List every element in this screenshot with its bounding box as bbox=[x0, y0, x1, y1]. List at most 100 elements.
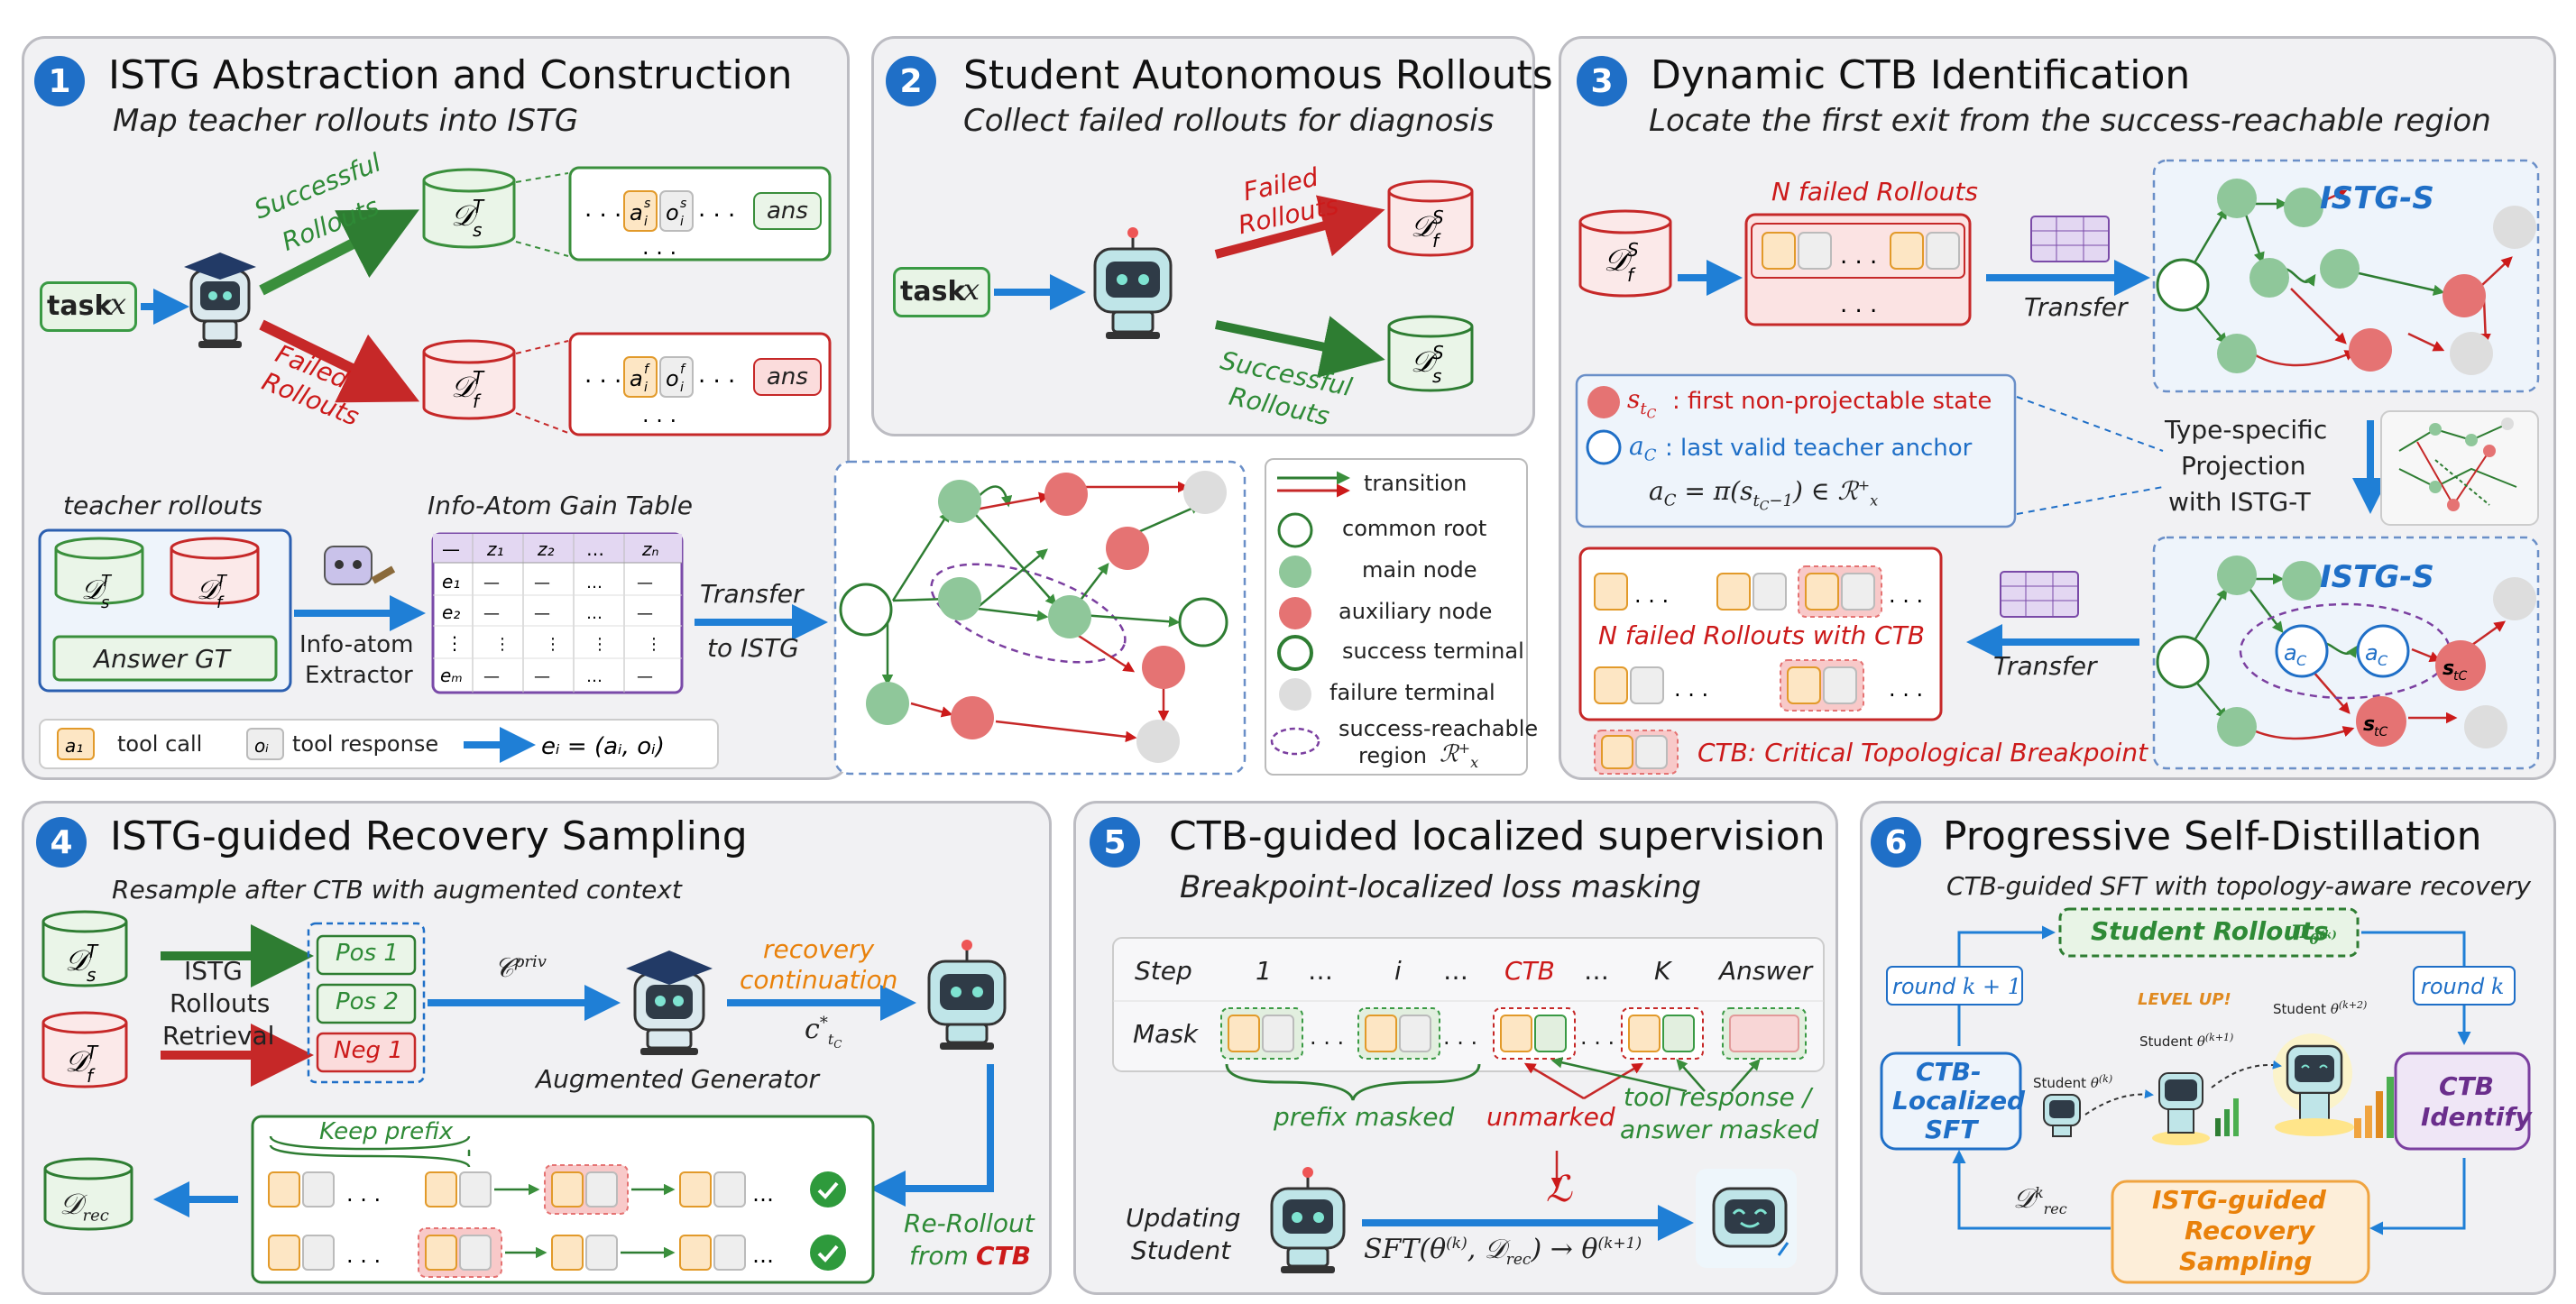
svg-text:T: T bbox=[473, 196, 485, 217]
svg-text:a: a bbox=[630, 200, 643, 225]
ctb-identify-label-1: CTB bbox=[2439, 1071, 2494, 1101]
student-robot-k-icon bbox=[2043, 1094, 2081, 1137]
level-up-label: LEVEL UP! bbox=[2138, 990, 2231, 1009]
svg-text:S: S bbox=[1432, 342, 1444, 363]
svg-text:f: f bbox=[473, 390, 482, 412]
svg-text:S: S bbox=[1627, 239, 1639, 261]
svg-text:T: T bbox=[87, 941, 99, 962]
svg-text:⋮: ⋮ bbox=[446, 632, 464, 654]
svg-text:f: f bbox=[1627, 264, 1636, 286]
student-robot-k1-icon bbox=[2152, 1072, 2210, 1145]
teacher-robot-icon bbox=[184, 253, 256, 348]
ans-label-success: ans bbox=[767, 197, 808, 225]
student-failed-db-p3-icon bbox=[1578, 209, 1672, 298]
task-x-p2: x bbox=[963, 272, 980, 307]
svg-text:—: — bbox=[637, 667, 653, 686]
svg-text:C: C bbox=[2296, 652, 2307, 669]
istg-t-thumbnail bbox=[2380, 410, 2539, 526]
svg-text:C: C bbox=[2378, 652, 2388, 669]
svg-text:. . .: . . . bbox=[698, 196, 735, 223]
step-dots-2: … bbox=[1443, 956, 1468, 986]
svg-text:. . .: . . . bbox=[346, 1243, 381, 1268]
teacher-failed-db-icon bbox=[422, 339, 516, 420]
svg-text:s: s bbox=[2443, 657, 2454, 680]
projection-label-3: with ISTG-T bbox=[2168, 487, 2311, 517]
panel2-subtitle: Collect failed rollouts for diagnosis bbox=[963, 103, 1495, 139]
sft-formula: SFT(θ(k), 𝒟rec) → θ(k+1) bbox=[1364, 1234, 1642, 1269]
step-i: i bbox=[1394, 956, 1402, 986]
panel1-title: ISTG Abstraction and Construction bbox=[108, 52, 793, 98]
mask-dots-2: . . . bbox=[1443, 1024, 1478, 1050]
policy-symbol: πθ(k) bbox=[2291, 914, 2337, 948]
rerollout-ctb-label: CTB bbox=[976, 1241, 1031, 1271]
svg-text:. . .: . . . bbox=[1840, 291, 1877, 318]
svg-text:T: T bbox=[473, 367, 485, 389]
d-rec-k-symbol: 𝒟krec bbox=[2013, 1183, 2067, 1217]
istg-s-label-bottom: ISTG-S bbox=[2320, 559, 2434, 595]
step-1: 1 bbox=[1256, 956, 1272, 986]
tool-response-label: tool response bbox=[292, 731, 439, 757]
legend-main: main node bbox=[1362, 557, 1477, 583]
svg-text:o: o bbox=[666, 366, 679, 391]
a-c-symbol: aC bbox=[1629, 431, 1657, 465]
student-k2-label: Student θ(k+2) bbox=[2273, 999, 2368, 1017]
panel1-subtitle: Map teacher rollouts into ISTG bbox=[113, 103, 579, 139]
istg-retrieval-label-1: ISTG bbox=[184, 956, 243, 986]
teacher-success-db-small-icon bbox=[54, 537, 144, 605]
svg-text:z₂: z₂ bbox=[537, 538, 555, 560]
svg-text:o: o bbox=[666, 200, 679, 225]
growth-bars-k2-icon bbox=[2354, 1077, 2394, 1138]
student-failed-db-icon bbox=[1387, 179, 1474, 257]
panel4-title: ISTG-guided Recovery Sampling bbox=[110, 813, 748, 859]
legend-succ: success terminal bbox=[1342, 638, 1524, 664]
panel2-title: Student Autonomous Rollouts bbox=[963, 52, 1553, 98]
keep-prefix-label: Keep prefix bbox=[319, 1118, 454, 1145]
step-ctb: CTB bbox=[1504, 956, 1555, 986]
svg-text:a: a bbox=[2284, 640, 2297, 666]
svg-text:⋮: ⋮ bbox=[592, 635, 608, 654]
s-tc-description: : first non-projectable state bbox=[1672, 388, 1992, 415]
transfer-label-p3b: Transfer bbox=[1993, 651, 2097, 681]
updating-label-2: Student bbox=[1131, 1235, 1231, 1265]
student-success-db-icon bbox=[1387, 315, 1474, 392]
svg-text:a: a bbox=[630, 366, 643, 391]
svg-text:—: — bbox=[534, 667, 550, 686]
teacher-success-db-icon bbox=[422, 168, 516, 249]
step-badge-5: 5 bbox=[1090, 817, 1140, 868]
svg-text:. . .: . . . bbox=[584, 362, 621, 389]
round-k1-label: round k + 1 bbox=[1892, 974, 2022, 999]
loss-symbol: ℒ bbox=[1546, 1169, 1572, 1210]
legend-region-1: success-reachable bbox=[1339, 716, 1539, 741]
ans-label-failed: ans bbox=[767, 363, 808, 390]
student-robot-k2-icon bbox=[2273, 1033, 2354, 1136]
rerollout-label-1: Re-Rollout bbox=[904, 1208, 1035, 1238]
recovery-db-icon bbox=[43, 1157, 133, 1231]
svg-text:—: — bbox=[483, 667, 500, 686]
pos-2-label: Pos 2 bbox=[336, 988, 399, 1015]
panel5-title: CTB-guided localized supervision bbox=[1169, 813, 1826, 859]
teacher-failed-db-small-icon bbox=[170, 537, 260, 605]
answer-gt-label: Answer GT bbox=[94, 644, 230, 674]
svg-text:f: f bbox=[680, 363, 686, 377]
svg-text:s: s bbox=[644, 197, 650, 211]
svg-text:T: T bbox=[101, 572, 113, 591]
to-istg-label: to ISTG bbox=[707, 633, 799, 663]
svg-text:s: s bbox=[1432, 365, 1441, 387]
svg-text:e₂: e₂ bbox=[442, 601, 460, 623]
svg-text:f: f bbox=[87, 1065, 96, 1087]
n-failed-rollouts-label: N failed Rollouts bbox=[1771, 177, 1978, 207]
c-priv-symbol: 𝒞priv bbox=[494, 952, 547, 984]
teacher-success-db-p4-icon bbox=[41, 910, 128, 987]
svg-text:. . .: . . . bbox=[642, 234, 676, 260]
svg-text:i: i bbox=[644, 381, 648, 395]
istg-retrieval-label-2: Rollouts bbox=[170, 988, 271, 1018]
updating-student-robot-icon bbox=[1270, 1167, 1346, 1273]
svg-text:—: — bbox=[442, 538, 460, 560]
step-answer: Answer bbox=[1719, 956, 1813, 986]
